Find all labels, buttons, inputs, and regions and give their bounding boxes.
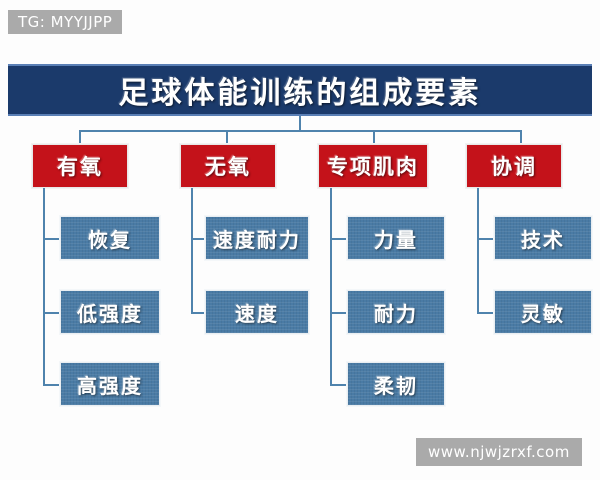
connector-branch-0-0 xyxy=(43,238,60,240)
item-box-1-1[interactable]: 速度 xyxy=(205,290,309,334)
connector-branch-0-2 xyxy=(43,384,60,386)
item-label-1-0: 速度耐力 xyxy=(213,227,301,252)
category-box-0[interactable]: 有氧 xyxy=(32,144,128,188)
item-label-2-0: 力量 xyxy=(374,227,418,252)
item-label-0-0: 恢复 xyxy=(88,227,132,252)
diagram-title-banner: 足球体能训练的组成要素 xyxy=(8,64,592,116)
connector-spine-cat-3 xyxy=(477,188,479,312)
item-box-0-2[interactable]: 高强度 xyxy=(60,362,160,406)
item-label-3-0: 技术 xyxy=(521,227,565,252)
connector-branch-3-0 xyxy=(477,238,494,240)
category-box-2[interactable]: 专项肌肉 xyxy=(318,144,428,188)
category-box-3[interactable]: 协调 xyxy=(466,144,562,188)
watermark-bottom: www.njwjzrxf.com xyxy=(416,438,582,466)
connector-drop-cat-0 xyxy=(79,130,81,144)
item-label-3-1: 灵敏 xyxy=(521,301,565,326)
watermark-top: TG: MYYJJPP xyxy=(8,10,123,34)
item-label-2-1: 耐力 xyxy=(374,301,418,326)
connector-spine-cat-1 xyxy=(191,188,193,312)
item-box-0-0[interactable]: 恢复 xyxy=(60,216,160,260)
item-label-0-2: 高强度 xyxy=(77,373,143,398)
category-box-1[interactable]: 无氧 xyxy=(180,144,276,188)
category-label-2: 专项肌肉 xyxy=(327,155,419,179)
connector-root-stem xyxy=(299,116,301,130)
connector-spine-cat-2 xyxy=(330,188,332,384)
connector-spine-cat-0 xyxy=(43,188,45,384)
connector-branch-3-1 xyxy=(477,312,494,314)
connector-drop-cat-3 xyxy=(520,130,522,144)
connector-branch-0-1 xyxy=(43,312,60,314)
category-label-0: 有氧 xyxy=(57,155,103,179)
connector-drop-cat-1 xyxy=(226,130,228,144)
category-label-1: 无氧 xyxy=(205,155,251,179)
item-label-2-2: 柔韧 xyxy=(374,373,418,398)
item-box-2-2[interactable]: 柔韧 xyxy=(347,362,445,406)
item-box-2-1[interactable]: 耐力 xyxy=(347,290,445,334)
connector-branch-2-2 xyxy=(330,384,347,386)
item-box-3-0[interactable]: 技术 xyxy=(494,216,592,260)
connector-branch-1-0 xyxy=(191,238,205,240)
connector-branch-2-1 xyxy=(330,312,347,314)
item-box-1-0[interactable]: 速度耐力 xyxy=(205,216,309,260)
item-box-2-0[interactable]: 力量 xyxy=(347,216,445,260)
connector-branch-2-0 xyxy=(330,238,347,240)
connector-branch-1-1 xyxy=(191,312,205,314)
item-box-0-1[interactable]: 低强度 xyxy=(60,290,160,334)
item-box-3-1[interactable]: 灵敏 xyxy=(494,290,592,334)
page-title: 足球体能训练的组成要素 xyxy=(118,76,482,111)
connector-root-bus xyxy=(79,130,521,132)
connector-drop-cat-2 xyxy=(373,130,375,144)
item-label-0-1: 低强度 xyxy=(77,301,143,326)
item-label-1-1: 速度 xyxy=(235,301,279,326)
category-label-3: 协调 xyxy=(491,155,537,179)
